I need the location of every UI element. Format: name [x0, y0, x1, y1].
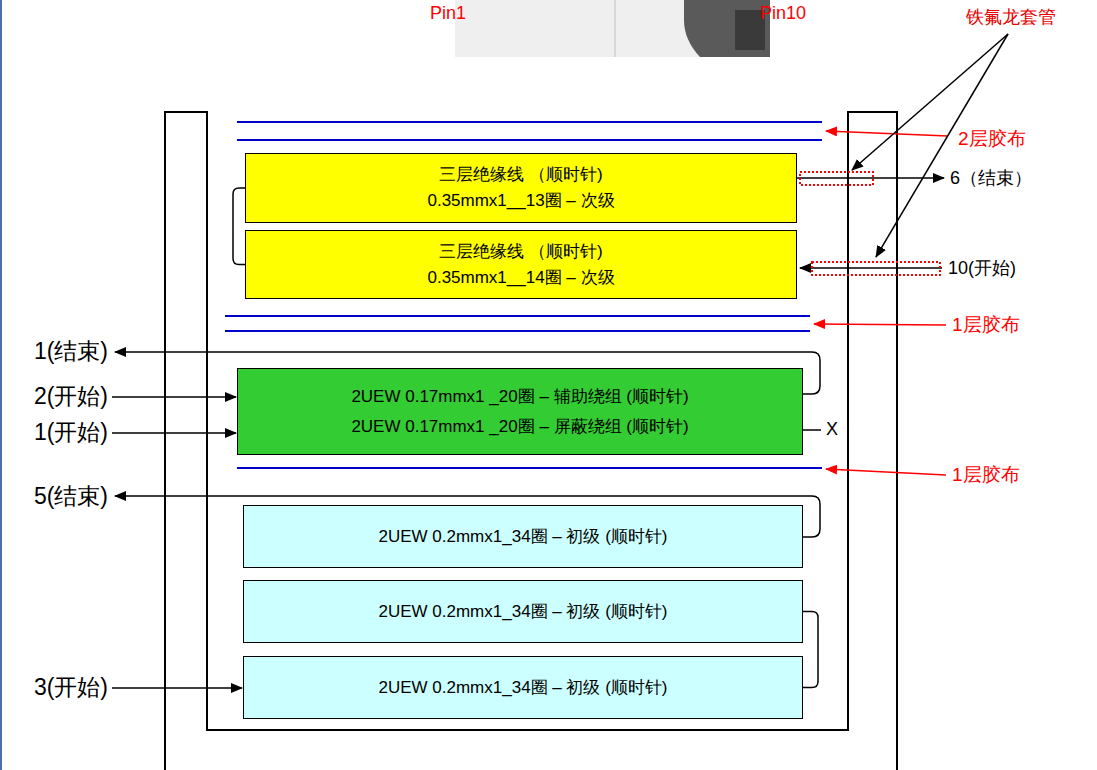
teflon-sleeve [812, 262, 940, 275]
leader-arrow [826, 469, 946, 475]
pin-number: 10(开始) [948, 258, 1016, 280]
bobbin-outline [165, 112, 897, 770]
leader-arrow [826, 131, 948, 136]
secondary-winding-box: 三层绝缘线 （顺时针)0.35mmx1__13圈 – 次级 [245, 153, 797, 223]
winding-spec-text: 2UEW 0.2mmx1_34圈 – 初级 (顺时针) [370, 524, 675, 550]
lead-wire [800, 267, 942, 269]
slide-border [0, 0, 2, 770]
no-connect-mark: X [826, 419, 838, 441]
tape-layer [237, 467, 822, 469]
winding-spec-text: 0.35mmx1__13圈 – 次级 [419, 188, 622, 214]
primary-winding-box: 2UEW 0.2mmx1_34圈 – 初级 (顺时针) [243, 505, 803, 568]
pin-number: 3(开始) [34, 674, 108, 702]
winding-bracket [803, 612, 818, 688]
tape-label: 1层胶布 [952, 314, 1020, 337]
winding-spec-text: 2UEW 0.2mmx1_34圈 – 初级 (顺时针) [370, 675, 675, 701]
lead-wire [112, 687, 242, 689]
winding-spec-text: 2UEW 0.17mmx1 _20圈 – 辅助绕组 (顺时针) [343, 384, 696, 410]
leader-arrow [814, 324, 946, 325]
tape-layer [225, 315, 810, 317]
winding-spec-text: 三层绝缘线 （顺时针) [431, 162, 610, 188]
pin-number: 1(开始) [34, 419, 108, 447]
pin-number: 6（结束） [950, 168, 1032, 190]
primary-winding-box: 2UEW 0.2mmx1_34圈 – 初级 (顺时针) [243, 580, 803, 643]
lead-wire [112, 396, 236, 398]
pin-number: 2(开始) [34, 383, 108, 411]
winding-spec-text: 0.35mmx1__14圈 – 次级 [419, 265, 622, 291]
pin-photo [455, 0, 770, 57]
leader-arrow [852, 34, 1008, 170]
tape-label: 2层胶布 [958, 128, 1026, 151]
pin-label: Pin1 [430, 3, 466, 25]
pin-number: 5(结束) [34, 483, 108, 511]
pin-label: Pin10 [760, 3, 806, 25]
lead-wire [803, 429, 821, 431]
pin-photo-detail [684, 0, 770, 57]
lead-wire [112, 432, 236, 434]
tape-layer [225, 330, 810, 332]
primary-winding-box: 2UEW 0.2mmx1_34圈 – 初级 (顺时针) [243, 656, 803, 719]
aux-shield-winding-box: 2UEW 0.17mmx1 _20圈 – 辅助绕组 (顺时针) 2UEW 0.17… [237, 368, 803, 455]
callout-label: 铁氟龙套管 [966, 7, 1056, 29]
tape-label: 1层胶布 [952, 464, 1020, 487]
tape-layer [237, 121, 822, 123]
winding-spec-text: 三层绝缘线 （顺时针) [431, 239, 610, 265]
tape-layer [237, 139, 822, 141]
winding-spec-text: 2UEW 0.17mmx1 _20圈 – 屏蔽绕组 (顺时针) [343, 414, 696, 440]
secondary-winding-box: 三层绝缘线 （顺时针)0.35mmx1__14圈 – 次级 [245, 230, 797, 299]
pin-photo-detail [614, 0, 616, 57]
winding-bracket [233, 188, 245, 265]
winding-spec-text: 2UEW 0.2mmx1_34圈 – 初级 (顺时针) [370, 599, 675, 625]
pin-number: 1(结束) [34, 338, 108, 366]
teflon-sleeve [800, 172, 873, 185]
